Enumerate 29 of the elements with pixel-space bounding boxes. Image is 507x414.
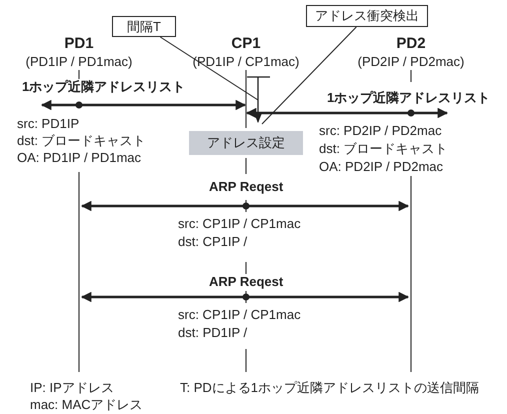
message-arrow — [246, 108, 448, 118]
message-field: src: CP1IP / CP1mac — [178, 216, 301, 232]
participant-name: PD2 — [396, 36, 426, 52]
message-arrow — [40, 100, 246, 110]
note-text: T: PDによる1ホップ近隣アドレスリストの送信間隔 — [180, 380, 480, 396]
message-field: dst: PD1IP / — [178, 325, 248, 341]
message-field: OA: PD2IP / PD2mac — [319, 159, 444, 175]
message-field: src: CP1IP / CP1mac — [178, 307, 301, 323]
participant-name: PD1 — [64, 36, 94, 52]
message-arrow — [246, 200, 410, 212]
participant-name: CP1 — [231, 36, 261, 52]
message-label: ARP Reqest — [207, 274, 286, 290]
message-field: src: PD1IP — [17, 116, 80, 132]
callout-box: アドレス衝突検出 — [306, 5, 428, 27]
message-field: dst: ブロードキャスト — [319, 141, 448, 157]
participant-address: (PD2IP / PD2mac) — [358, 54, 464, 69]
message-field: OA: PD1IP / PD1mac — [17, 150, 142, 166]
note-text: IP: IPアドレス — [30, 380, 114, 396]
participant-address: (PD1IP / PD1mac) — [26, 54, 132, 69]
process-box: アドレス設定 — [189, 131, 303, 155]
leader-line — [160, 36, 258, 100]
message-field: dst: ブロードキャスト — [17, 133, 146, 149]
note-text: mac: MACアドレス — [30, 397, 143, 413]
message-field: src: PD2IP / PD2mac — [319, 123, 442, 139]
message-label: ARP Reqest — [207, 179, 286, 195]
message-arrow — [246, 292, 410, 302]
callout-box: 間隔T — [112, 16, 176, 37]
message-field: dst: CP1IP / — [178, 234, 248, 250]
leader-line — [262, 26, 357, 124]
